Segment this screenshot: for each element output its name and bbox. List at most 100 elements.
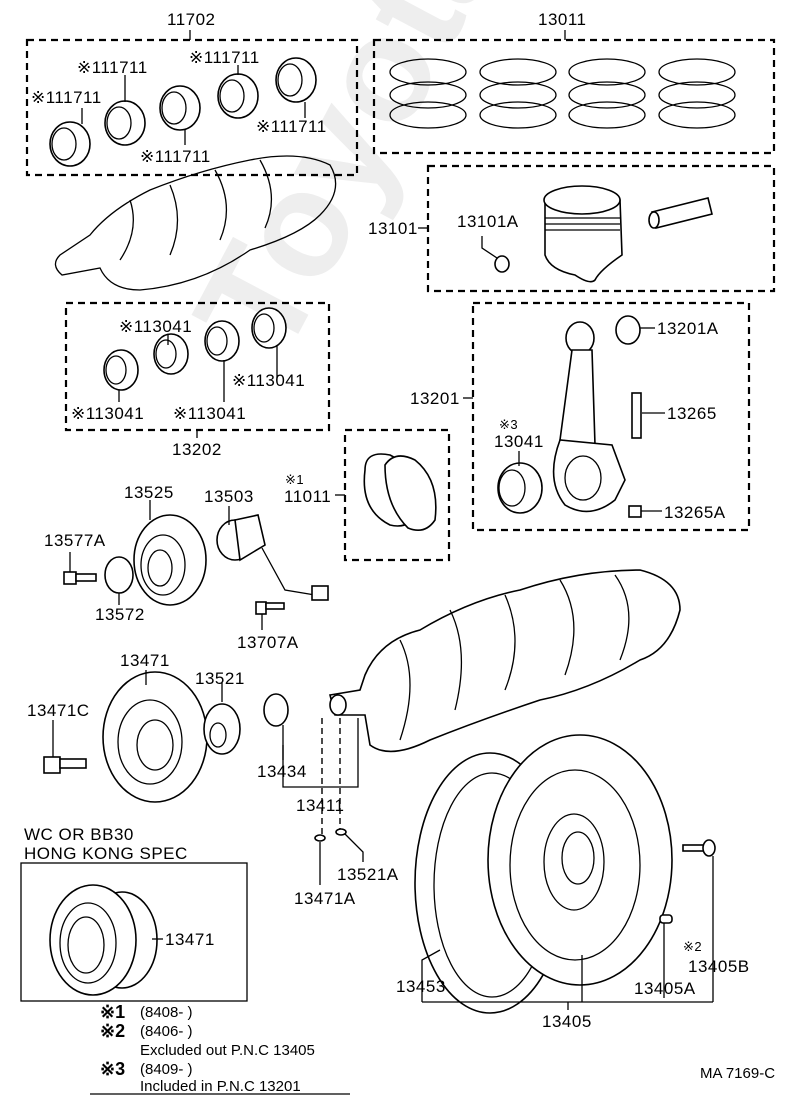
bearing-shell: [217, 73, 259, 119]
label-conrod-bearing-set[interactable]: 13202: [172, 440, 222, 459]
label-conrod-bearing-4[interactable]: ※113041: [173, 404, 247, 423]
label-sensor[interactable]: 13503: [204, 487, 254, 506]
ring-set: [389, 58, 467, 129]
label-pulley[interactable]: 13471: [120, 651, 170, 670]
inset-box: [20, 862, 248, 1002]
label-conrod-assembly[interactable]: 13201: [410, 389, 460, 408]
label-piston-ring-set[interactable]: 13011: [538, 10, 587, 29]
plate-13572: [104, 556, 134, 605]
main-bearing-shells: [49, 57, 317, 167]
conrod-bearing-shells: [103, 307, 287, 402]
note-mark-1: ※1: [100, 1002, 126, 1022]
crank-pulley: [102, 670, 208, 803]
label-thrust-washer-note: ※1: [285, 472, 305, 487]
conrod-bearing: [497, 451, 543, 514]
note-text-2: (8406- ): [140, 1023, 193, 1040]
label-plate-13572[interactable]: 13572: [95, 605, 145, 624]
label-timing-gear[interactable]: 13525: [124, 483, 174, 502]
crank-gear: [203, 683, 241, 755]
label-crank-gear[interactable]: 13521: [195, 669, 245, 688]
label-ring-gear[interactable]: 13453: [396, 977, 446, 996]
label-conrod-bearing-2[interactable]: ※113041: [232, 371, 306, 390]
flywheel: [487, 734, 673, 986]
thrust-washer-box: [335, 428, 451, 562]
bolt-13577a: [63, 552, 97, 585]
label-flywheel-bolt-note: ※2: [683, 939, 703, 954]
piston-pin-clip: [481, 236, 510, 273]
note-text-3: Excluded out P.N.C 13405: [140, 1042, 315, 1059]
label-piston-pin-clip[interactable]: 13101A: [457, 212, 519, 231]
label-main-bearing-2[interactable]: ※111711: [77, 58, 148, 77]
note-text-1: (8408- ): [140, 1004, 193, 1021]
label-thrust-washer[interactable]: 11011: [284, 487, 332, 506]
label-main-bearing-set[interactable]: 11702: [167, 10, 216, 29]
conrod-bolt: [631, 392, 665, 439]
label-main-bearing-4[interactable]: ※111711: [189, 48, 260, 67]
conrod-nut: [628, 505, 662, 518]
piston-rings: [389, 58, 736, 129]
label-main-bearing-1[interactable]: ※111711: [31, 88, 102, 107]
label-piston-set[interactable]: 13101: [368, 219, 418, 238]
bearing-shell: [103, 349, 139, 391]
ring-set: [568, 58, 646, 129]
timing-gear: [133, 500, 207, 606]
crankshaft: [329, 569, 681, 753]
inset-title-line2: HONG KONG SPEC: [24, 844, 188, 863]
conrod-bushing: [615, 315, 655, 345]
label-key-13521a[interactable]: 13521A: [337, 865, 399, 884]
note-mark-2: ※2: [100, 1021, 126, 1041]
bearing-shell: [275, 57, 317, 103]
connecting-rod: [552, 321, 626, 513]
label-spacer[interactable]: 13434: [257, 762, 307, 781]
label-flywheel-bolt[interactable]: 13405B: [688, 957, 750, 976]
flywheel-pin: [659, 914, 673, 998]
label-conrod-bearing-1[interactable]: ※113041: [119, 317, 193, 336]
spacer-13434: [263, 693, 289, 760]
note-text-5: Included in P.N.C 13201: [140, 1078, 301, 1095]
note-mark-3: ※3: [100, 1059, 126, 1079]
piston-set-box: [418, 164, 776, 293]
label-flywheel-assembly[interactable]: 13405: [542, 1012, 592, 1031]
key-13471a: [314, 834, 326, 885]
crankshaft-ghost: [54, 155, 337, 291]
bearing-shell: [153, 333, 189, 375]
crankshaft-bracket: [282, 718, 359, 788]
crank-sensor: [216, 506, 329, 601]
label-conrod-nut[interactable]: 13265A: [664, 503, 726, 522]
bearing-shell: [251, 307, 287, 349]
conrod-assembly-box: [463, 301, 751, 532]
flywheel-bracket: [422, 955, 713, 1010]
figure-code: MA 7169-C: [700, 1065, 776, 1082]
key-13521a: [335, 828, 364, 862]
label-crankshaft-assembly[interactable]: 13411: [296, 796, 345, 815]
bolt-13707a: [255, 601, 285, 630]
crankshaft-dashed-leaders: [321, 718, 341, 835]
bearing-shell: [104, 100, 146, 146]
label-bolt-13707a[interactable]: 13707A: [237, 633, 299, 652]
label-inset-pulley[interactable]: 13471: [165, 930, 215, 949]
inset-title-line1: WC OR BB30: [24, 825, 134, 844]
label-conrod-bearing[interactable]: 13041: [494, 432, 544, 451]
piston-ring-set-box: [372, 30, 776, 155]
conrod-bearing-set-box: [64, 301, 331, 438]
bearing-shell: [159, 85, 201, 131]
label-pulley-bolt[interactable]: 13471C: [27, 701, 90, 720]
piston: [543, 185, 623, 283]
label-key-13471a[interactable]: 13471A: [294, 889, 356, 908]
label-conrod-bearing-3[interactable]: ※113041: [71, 404, 145, 423]
ring-set: [658, 58, 736, 129]
pulley-bolt: [43, 720, 87, 774]
label-flywheel-pin[interactable]: 13405A: [634, 979, 696, 998]
note-text-4: (8409- ): [140, 1061, 193, 1078]
label-conrod-bushing[interactable]: 13201A: [657, 319, 719, 338]
label-conrod-bearing-note: ※3: [499, 417, 519, 432]
label-conrod-bolt[interactable]: 13265: [667, 404, 717, 423]
label-bolt-13577a[interactable]: 13577A: [44, 531, 106, 550]
bearing-shell: [204, 320, 240, 362]
label-main-bearing-3[interactable]: ※111711: [140, 147, 211, 166]
ring-set: [479, 58, 557, 129]
piston-pin: [648, 197, 713, 229]
flywheel-bolt: [682, 839, 716, 1002]
label-main-bearing-5[interactable]: ※111711: [256, 117, 327, 136]
